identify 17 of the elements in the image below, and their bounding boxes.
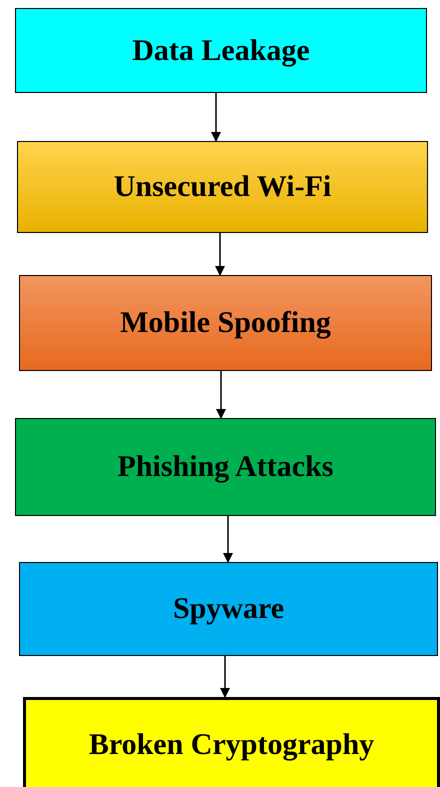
box-label: Data Leakage <box>132 34 310 68</box>
box-label: Broken Cryptography <box>88 728 374 762</box>
box-label: Phishing Attacks <box>118 450 334 484</box>
arrow <box>223 516 233 563</box>
process-box <box>15 8 427 93</box>
box-label: Spyware <box>172 592 284 626</box>
arrow <box>211 93 221 142</box>
arrow <box>216 371 226 419</box>
process-box <box>19 562 438 656</box>
box-label: Mobile Spoofing <box>120 306 331 340</box>
arrow <box>220 656 230 698</box>
process-box <box>17 141 428 233</box>
process-box <box>19 275 432 371</box>
process-box <box>15 418 436 516</box>
process-box <box>23 697 440 787</box>
arrow <box>215 233 225 276</box>
box-label: Unsecured Wi-Fi <box>114 170 332 204</box>
